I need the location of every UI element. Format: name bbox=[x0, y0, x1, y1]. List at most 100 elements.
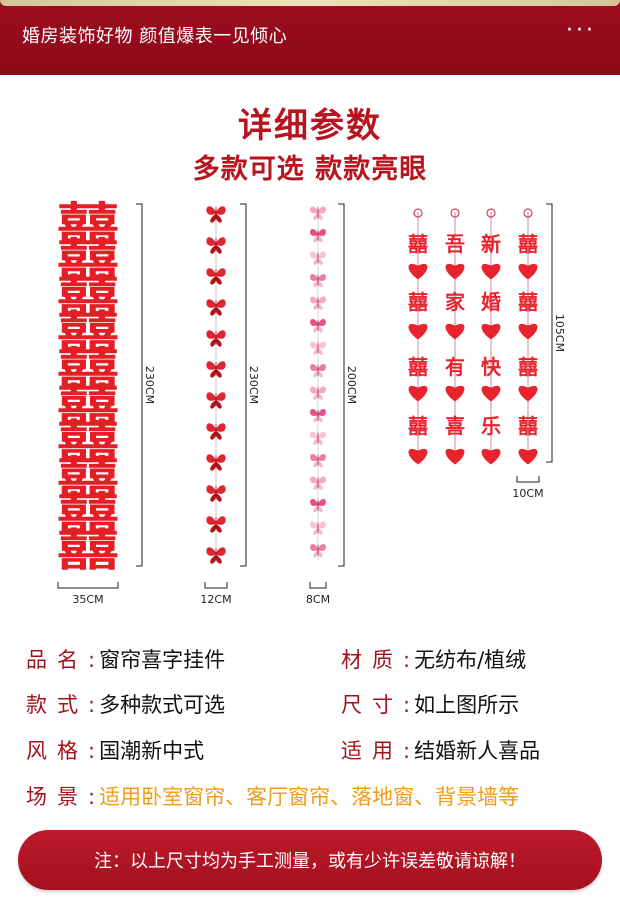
heart-string-char: 新 bbox=[481, 232, 501, 256]
xi-banner-char: 囍 bbox=[57, 344, 119, 395]
heart-shape bbox=[518, 263, 538, 280]
red-butterfly-width-label: 12CM bbox=[200, 593, 231, 606]
red-butterfly-width-bracket bbox=[204, 582, 228, 589]
xi-banner-width-label: 35CM bbox=[72, 593, 103, 606]
spec-item-name: 品名:窗帘喜字挂件 bbox=[26, 648, 226, 672]
pink-butterfly-shape bbox=[310, 251, 326, 265]
red-butterfly-height-bracket bbox=[240, 203, 247, 567]
spec-list: 品名:窗帘喜字挂件 材质:无纺布/植绒 款式:多种款式可选 尺寸:如上图所示 风… bbox=[0, 636, 620, 816]
red-butterfly-shape bbox=[206, 485, 226, 502]
heart-shape bbox=[445, 323, 465, 340]
heart-shape bbox=[445, 263, 465, 280]
heart-shape bbox=[518, 448, 538, 465]
spec-item-style: 款式:多种款式可选 bbox=[26, 693, 226, 717]
xi-banner-char: 囍 bbox=[57, 452, 119, 503]
xi-banner-char: 囍 bbox=[57, 235, 119, 286]
pink-butterfly-shape bbox=[310, 363, 326, 378]
xi-banner-char: 囍 bbox=[57, 271, 119, 322]
heart-shape bbox=[408, 263, 428, 280]
pink-butterfly-shape bbox=[310, 341, 326, 355]
heart-string-char: 喜 bbox=[445, 414, 465, 438]
heart-string-char: 囍 bbox=[408, 232, 428, 256]
heart-string-hook bbox=[450, 208, 460, 218]
heart-string-char: 囍 bbox=[518, 414, 538, 438]
header-title: 婚房装饰好物 颜值爆表一见倾心 bbox=[22, 26, 288, 47]
xi-banner-char: 囍 bbox=[57, 416, 119, 467]
heart-shape bbox=[481, 263, 501, 280]
heart-string-char: 囍 bbox=[518, 232, 538, 256]
heart-shape bbox=[481, 448, 501, 465]
heart-string-char: 吾 bbox=[445, 232, 465, 256]
product-dimensions-figure: 囍囍囍囍囍囍囍囍囍囍230CM35CM230CM12CM200CM8CM囍囍囍囍… bbox=[57, 198, 566, 606]
heart-strings-height-bracket bbox=[546, 203, 553, 463]
pink-butterfly-shape bbox=[310, 228, 326, 243]
heart-string-char: 家 bbox=[445, 290, 466, 314]
red-butterfly-shape bbox=[206, 392, 226, 409]
red-butterfly-shape bbox=[206, 516, 226, 533]
heart-shape bbox=[481, 323, 501, 340]
pink-butterfly-shape bbox=[310, 318, 326, 333]
heart-string-char: 快 bbox=[481, 355, 502, 379]
red-butterfly-shape bbox=[206, 299, 226, 316]
pink-butterfly-shape bbox=[310, 521, 326, 535]
xi-banner-char: 囍 bbox=[57, 380, 119, 431]
pink-butterfly-height-bracket bbox=[338, 203, 345, 567]
heart-string-char: 婚 bbox=[481, 290, 501, 314]
pink-butterfly-shape bbox=[310, 386, 326, 400]
pink-butterfly-shape bbox=[310, 498, 326, 513]
heart-string-hook bbox=[413, 208, 423, 218]
red-butterfly-shape bbox=[206, 268, 226, 285]
spec-item-size: 尺寸:如上图所示 bbox=[341, 693, 520, 717]
pink-butterfly-shape bbox=[310, 453, 326, 468]
pink-butterfly-shape bbox=[310, 543, 326, 558]
pink-butterfly-shape bbox=[310, 273, 326, 288]
xi-banner-height-bracket bbox=[136, 203, 143, 567]
xi-banner-char: 囍 bbox=[57, 489, 119, 540]
red-butterfly-shape bbox=[206, 547, 226, 564]
heart-strings-width-label: 10CM bbox=[512, 487, 543, 500]
heart-strings-height-label: 105CM bbox=[553, 314, 566, 352]
xi-banner-char: 囍 bbox=[57, 198, 119, 249]
pink-butterfly-shape bbox=[310, 408, 326, 423]
heart-shape bbox=[408, 385, 428, 402]
red-butterfly-height-label: 230CM bbox=[247, 366, 260, 404]
red-butterfly-shape bbox=[206, 237, 226, 254]
notice-banner: 注：以上尺寸均为手工测量，或有少许误差敬请谅解！ bbox=[18, 830, 602, 890]
spec-item-genre: 风格:国潮新中式 bbox=[26, 739, 205, 763]
pink-butterfly-shape bbox=[310, 206, 326, 220]
xi-banner-height-label: 230CM bbox=[143, 366, 156, 404]
heart-shape bbox=[408, 448, 428, 465]
spec-item-material: 材质:无纺布/植绒 bbox=[341, 648, 527, 672]
xi-banner-width-bracket bbox=[57, 582, 119, 589]
heart-shape bbox=[481, 385, 501, 402]
red-butterfly-shape bbox=[206, 423, 226, 440]
pink-butterfly-width-label: 8CM bbox=[306, 593, 330, 606]
heart-string-hook bbox=[523, 208, 533, 218]
xi-banner-char: 囍 bbox=[57, 525, 119, 576]
page-title: 详细参数 bbox=[238, 106, 382, 146]
heart-string-char: 囍 bbox=[408, 414, 428, 438]
header-decoration bbox=[0, 0, 620, 6]
heart-shape bbox=[445, 448, 465, 465]
more-dots-icon[interactable]: ··· bbox=[566, 18, 596, 43]
heart-string-char: 乐 bbox=[481, 414, 501, 438]
heart-string-char: 有 bbox=[445, 355, 465, 379]
heart-shape bbox=[408, 323, 428, 340]
pink-butterfly-shape bbox=[310, 296, 326, 310]
xi-banner-char: 囍 bbox=[57, 307, 119, 358]
red-butterfly-shape bbox=[206, 361, 226, 378]
heart-string-char: 囍 bbox=[408, 290, 428, 314]
pink-butterfly-shape bbox=[310, 431, 326, 445]
heart-string-hook bbox=[486, 208, 496, 218]
spec-item-usage: 适用:结婚新人喜品 bbox=[341, 739, 541, 763]
heart-shape bbox=[518, 385, 538, 402]
pink-butterfly-width-bracket bbox=[309, 582, 327, 589]
header-bar: 婚房装饰好物 颜值爆表一见倾心 ··· bbox=[0, 0, 620, 75]
heart-string-char: 囍 bbox=[518, 355, 538, 379]
spec-item-scene: 场景:适用卧室窗帘、客厅窗帘、落地窗、背景墙等 bbox=[26, 785, 520, 809]
heart-shape bbox=[445, 385, 465, 402]
pink-butterfly-shape bbox=[310, 476, 326, 490]
heart-shape bbox=[518, 323, 538, 340]
red-butterfly-shape bbox=[206, 454, 226, 471]
heart-string-char: 囍 bbox=[408, 355, 428, 379]
